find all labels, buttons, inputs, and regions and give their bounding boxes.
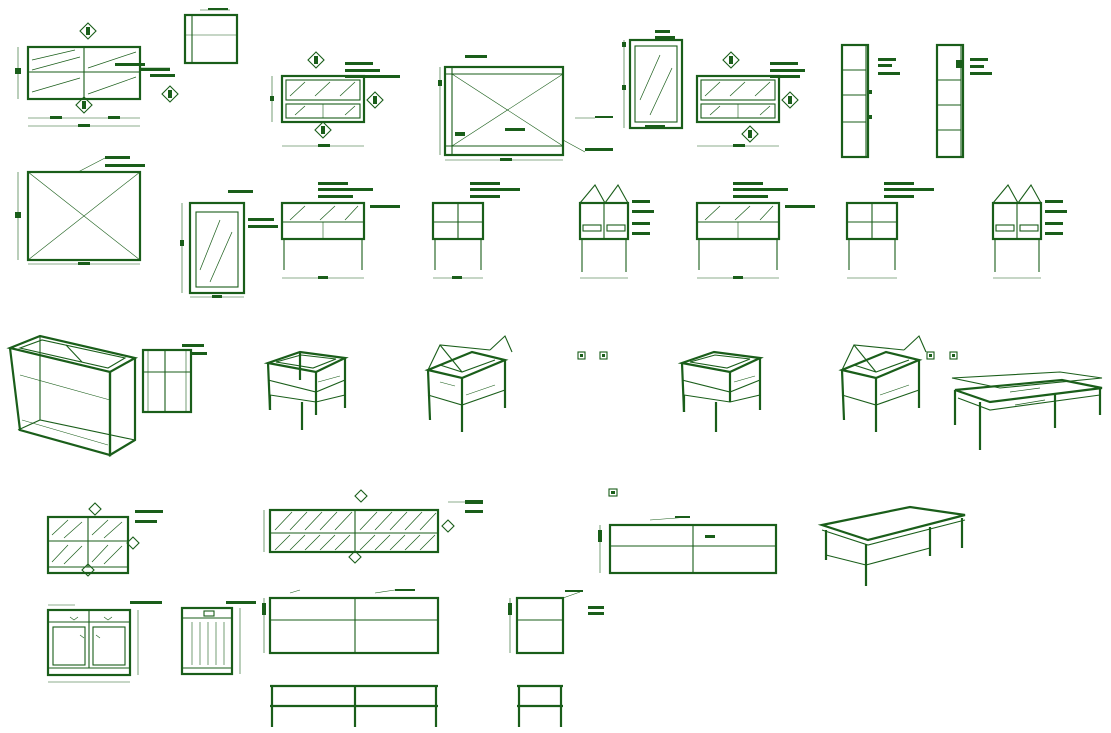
counter-side-elevation	[431, 182, 520, 279]
counter-sloped-glass-elevation	[578, 183, 654, 279]
sloped-counter-isometric-2	[838, 335, 927, 432]
cabinet-panel-elevation	[438, 55, 613, 161]
side-elevation-glass	[180, 190, 278, 298]
counter-front-elevation	[280, 182, 400, 279]
small-detail-marks	[577, 351, 958, 360]
display-case-front-elevation	[270, 51, 400, 147]
small-cabinet-section	[141, 344, 207, 414]
sloped-counter-isometric	[424, 335, 513, 432]
counter-front-elevation-2	[695, 182, 815, 279]
vertical-post-section-2	[935, 43, 992, 159]
counter-isometric	[263, 350, 349, 430]
counter-isometric-2	[677, 350, 764, 432]
long-glass-panel-elevation	[263, 489, 483, 564]
bench-frame	[270, 684, 438, 727]
long-table-isometric	[951, 371, 1103, 450]
base-cabinet-elevation	[46, 601, 162, 683]
top-plan	[15, 156, 145, 265]
low-table-isometric	[817, 505, 966, 586]
display-case-front-elevation-2	[695, 51, 805, 147]
tall-cabinet-side	[180, 601, 256, 676]
low-table-elevation	[598, 488, 778, 575]
counter-sloped-glass-elevation-2	[991, 183, 1067, 279]
counter-side-elevation-2	[845, 182, 934, 279]
display-case-isometric	[6, 334, 139, 457]
bench-side	[508, 590, 604, 655]
bench-frame-side	[517, 684, 563, 727]
bench-elevation	[262, 589, 440, 655]
glass-door-elevation	[622, 30, 684, 130]
window-elevation	[15, 22, 179, 127]
vertical-post-section	[840, 43, 900, 159]
section-detail-small	[183, 8, 239, 65]
glass-cabinet-elevation	[46, 502, 163, 577]
